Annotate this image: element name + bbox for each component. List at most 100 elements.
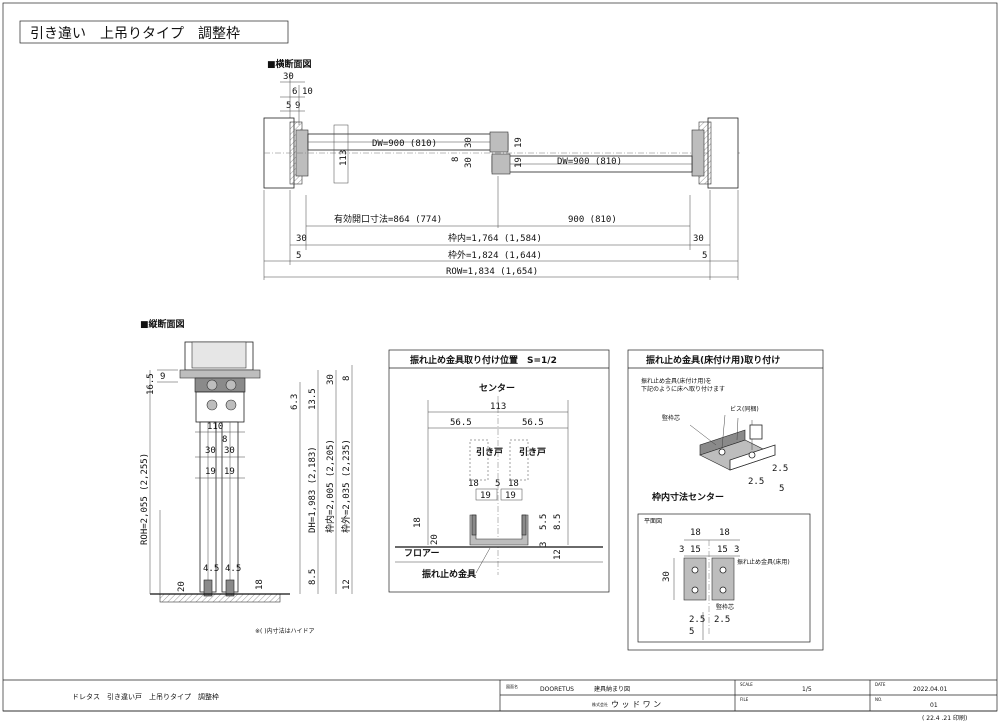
dim-8.5v: 8.5 — [308, 569, 318, 585]
dim-5c: 5 — [495, 479, 500, 489]
plan-fitting-label: 振れ止め金具(床用) — [737, 558, 790, 566]
opening-dim: 有効開口寸法=864 (774) — [334, 213, 442, 225]
product-name: ドレタス 引き違い戸 上吊りタイプ 調整枠 — [72, 692, 219, 701]
dim-30-right: 30 — [693, 234, 704, 244]
dim-5-right: 5 — [702, 251, 707, 261]
dim-5-left: 5 — [296, 251, 301, 261]
inner-width: 枠内=1,764 (1,584) — [448, 232, 542, 244]
dim-20c: 20 — [430, 534, 440, 545]
outer-height: 枠外=2,035 (2,235) — [340, 439, 352, 533]
dim-113: 113 — [339, 150, 349, 166]
dw-right: DW=900 (810) — [557, 157, 622, 167]
dim-30a: 30 — [464, 137, 474, 148]
dim-8top: 8 — [342, 376, 352, 381]
dim-19c-a: 19 — [480, 491, 491, 501]
floor-note-1: 振れ止め金具(床付け用)を — [641, 377, 712, 385]
dim-19a: 19 — [514, 137, 524, 148]
dim-6.3: 6.3 — [290, 394, 300, 410]
fitting-label: 振れ止め金具 — [422, 568, 476, 580]
dim-30b: 30 — [464, 157, 474, 168]
dim-4.5b: 4.5 — [225, 564, 241, 574]
dim-18c-l: 18 — [413, 517, 423, 528]
center-label: センター — [479, 382, 515, 394]
plan-5: 5 — [689, 627, 694, 637]
dim-12c: 12 — [553, 549, 563, 560]
plan-2.5b: 2.5 — [714, 615, 730, 625]
dim-8v: 8 — [222, 435, 227, 445]
dim-5: 5 — [286, 101, 291, 111]
dim-30-left: 30 — [296, 234, 307, 244]
dim-30: 30 — [283, 72, 294, 82]
dim-2.5-iso-a: 2.5 — [772, 464, 788, 474]
plan-3b: 3 — [734, 545, 739, 555]
vertical-section: ■縦断面図 ROH=2,055 (2,255) 16.5 9 110 8 30 … — [140, 318, 353, 635]
dh-dim: DH=1,983 (2,183) — [308, 446, 318, 533]
page-title: 引き違い 上吊りタイプ 調整枠 — [30, 26, 240, 42]
dw-left: DW=900 (810) — [372, 139, 437, 149]
company-label: 株式会社 — [592, 701, 608, 707]
plan-15a: 15 — [690, 545, 701, 555]
plan-15b: 15 — [717, 545, 728, 555]
right-900-dim: 900 (810) — [568, 215, 617, 225]
fitting-position-panel: 振れ止め金具取り付け位置 S=1/2 センター 113 56.5 56.5 引き… — [388, 349, 610, 593]
door-label-left: 引き戸 — [476, 446, 503, 458]
hidoor-note: ※( )内寸法はハイドア — [255, 627, 315, 635]
floor-fitting-panel: 振れ止め金具(床付け用)取り付け 振れ止め金具(床付け用)を 下記のように床へ取… — [627, 349, 824, 651]
dim-30top: 30 — [326, 374, 336, 385]
dim-2.5-iso-b: 2.5 — [748, 477, 764, 487]
plan-18b: 18 — [719, 528, 730, 538]
dim-19v-b: 19 — [224, 467, 235, 477]
scale-value: 1/5 — [802, 686, 812, 693]
no-value: 01 — [930, 702, 938, 709]
dim-56.5a: 56.5 — [450, 418, 472, 428]
dim-18c-b: 18 — [508, 479, 519, 489]
dim-9: 9 — [295, 101, 300, 111]
company-name: ウ ッ ド ワ ン — [611, 700, 661, 709]
dim-5-iso: 5 — [779, 484, 784, 494]
plan-18a: 18 — [690, 528, 701, 538]
dim-12v: 12 — [342, 579, 352, 590]
dim-19b: 19 — [514, 157, 524, 168]
plan-30: 30 — [662, 571, 672, 582]
date-label: DATE — [875, 682, 886, 687]
plan-2.5a: 2.5 — [689, 615, 705, 625]
dim-5.5c: 5.5 — [539, 514, 549, 530]
horizontal-section: ■横断面図 30 6 10 5 9 DW=900 (810) DW=900 (8… — [263, 58, 740, 280]
floor-note-2: 下記のように床へ取り付けます — [641, 385, 725, 393]
vertical-heading: ■縦断面図 — [140, 318, 185, 330]
dim-10: 10 — [302, 87, 313, 97]
dim-6: 6 — [292, 87, 297, 97]
dim-3c: 3 — [539, 542, 549, 547]
dim-18c-a: 18 — [468, 479, 479, 489]
dim-113c: 113 — [490, 402, 506, 412]
frame-center-label: 竪枠芯 — [662, 414, 680, 422]
dim-13.5: 13.5 — [308, 388, 318, 410]
dim-18v: 18 — [255, 579, 265, 590]
fitting-panel-title: 振れ止め金具取り付け位置 S=1/2 — [410, 354, 557, 366]
floor-label: フロアー — [404, 548, 439, 559]
dim-30v-a: 30 — [205, 446, 216, 456]
scale-label: SCALE — [740, 682, 753, 687]
dim-110: 110 — [207, 422, 223, 432]
screw-label: ビス(同梱) — [730, 405, 759, 413]
door-label-right: 引き戸 — [519, 446, 546, 458]
date-value: 2022.04.01 — [913, 686, 948, 693]
print-date: ( 22.4 .21 印刷) — [922, 714, 967, 722]
dim-19c-b: 19 — [505, 491, 516, 501]
dim-19v-a: 19 — [205, 467, 216, 477]
plan-3a: 3 — [679, 545, 684, 555]
dim-8: 8 — [451, 157, 461, 162]
inner-center-label: 枠内寸法センター — [651, 491, 724, 503]
plan-label: 平面図 — [644, 518, 662, 525]
no-label: NO. — [875, 697, 882, 702]
horizontal-heading: ■横断面図 — [267, 58, 312, 70]
roh-dim: ROH=2,055 (2,255) — [140, 453, 150, 545]
row-dim: ROW=1,834 (1,654) — [446, 267, 538, 277]
dim-8.5c: 8.5 — [553, 514, 563, 530]
drawing-type: 建具納まり図 — [594, 685, 630, 693]
dim-4.5a: 4.5 — [203, 564, 219, 574]
floor-panel-title: 振れ止め金具(床付け用)取り付け — [646, 354, 780, 366]
dim-16.5: 16.5 — [146, 373, 156, 395]
